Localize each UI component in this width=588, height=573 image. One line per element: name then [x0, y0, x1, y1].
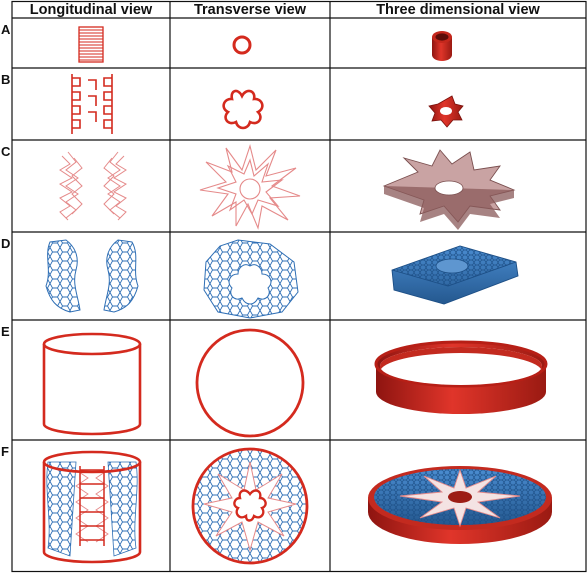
row-e-transverse-circle — [195, 328, 305, 438]
row-label-c: C — [1, 144, 11, 159]
row-b-transverse-flower — [222, 89, 264, 130]
row-b-3d-flower — [428, 95, 464, 128]
row-f-3d-composite — [368, 466, 552, 544]
table-grid — [11, 0, 587, 573]
row-d-transverse-mesh-ring — [203, 239, 299, 319]
row-c-3d-star — [382, 149, 516, 230]
row-label-f: F — [1, 444, 9, 459]
row-label-a: A — [1, 22, 11, 37]
row-f-transverse-composite — [191, 447, 309, 565]
row-label-b: B — [1, 72, 10, 87]
header-three-dimensional: Three dimensional view — [376, 2, 540, 18]
header-longitudinal: Longitudinal view — [30, 2, 153, 18]
row-f-longitudinal-composite — [42, 450, 142, 564]
row-e-longitudinal-cylinder — [42, 332, 142, 436]
row-a-3d-tube — [432, 31, 452, 61]
row-label-e: E — [1, 324, 10, 339]
row-d-3d-mesh-block — [391, 245, 519, 305]
row-c-transverse-star — [199, 144, 301, 230]
row-b-longitudinal-zigzag — [71, 74, 113, 134]
header-transverse: Transverse view — [194, 2, 307, 18]
row-a-longitudinal-coil — [78, 26, 104, 63]
row-e-3d-ring — [374, 340, 548, 414]
row-c-longitudinal-spikes — [59, 151, 127, 221]
row-a-transverse-ring — [232, 35, 252, 55]
row-label-d: D — [1, 236, 10, 251]
row-d-longitudinal-mesh — [45, 239, 139, 313]
